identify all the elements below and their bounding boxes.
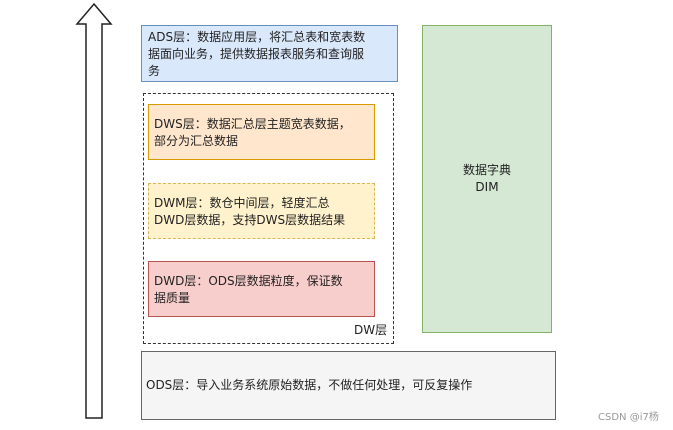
ads-layer-text-line3: 务 (148, 64, 161, 78)
ads-layer-text-line2: 据面向业务，提供数据报表服务和查询服 (148, 47, 365, 61)
dwm-layer-text-line2: DWD层数据，支持DWS层数据结果 (154, 213, 346, 227)
dwd-layer-text-line1: DWD层：ODS层数据粒度，保证数 (154, 274, 343, 288)
dwd-layer-box[interactable]: DWD层：ODS层数据粒度，保证数 据质量 (148, 261, 375, 317)
dim-text-line1: 数据字典 (462, 163, 511, 177)
dws-layer-box[interactable]: DWS层：数据汇总层主题宽表数据， 部分为汇总数据 (148, 104, 375, 160)
ods-layer-box[interactable]: ODS层：导入业务系统原始数据，不做任何处理，可反复操作 (141, 351, 556, 420)
dws-layer-text-line1: DWS层：数据汇总层主题宽表数据， (154, 117, 351, 131)
dwd-layer-text-line2: 据质量 (154, 291, 191, 305)
dw-layer-label: DW层 (354, 323, 388, 337)
up-arrow-icon (75, 2, 113, 419)
dim-text-line2: DIM (475, 180, 499, 194)
ods-layer-text: ODS层：导入业务系统原始数据，不做任何处理，可反复操作 (146, 378, 473, 392)
ads-layer-text-line1: ADS层：数据应用层，将汇总表和宽表数 (148, 30, 366, 44)
dw-layer-group (143, 93, 394, 344)
dwm-layer-box[interactable]: DWM层：数仓中间层，轻度汇总 DWD层数据，支持DWS层数据结果 (148, 183, 375, 239)
ads-layer-box[interactable]: ADS层：数据应用层，将汇总表和宽表数 据面向业务，提供数据报表服务和查询服 务 (141, 25, 398, 82)
dws-layer-text-line2: 部分为汇总数据 (154, 134, 239, 148)
dim-data-dictionary-box[interactable]: 数据字典 DIM (422, 25, 552, 333)
watermark: CSDN @i7杨 (598, 412, 659, 423)
dwm-layer-text-line1: DWM层：数仓中间层，轻度汇总 (154, 196, 330, 210)
